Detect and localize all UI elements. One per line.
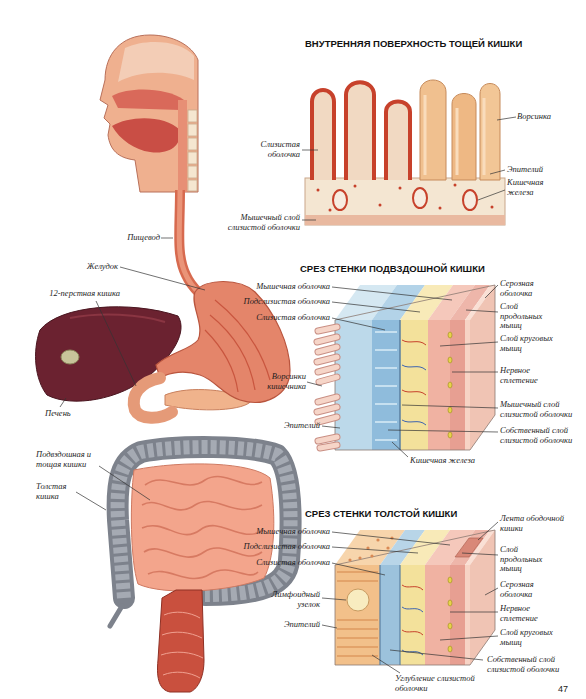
liver bbox=[36, 307, 182, 401]
part-label: 12-перстная кишка bbox=[40, 289, 120, 299]
part-label: Слой круговых мышц bbox=[500, 628, 565, 647]
part-label: Слизистая оболочка bbox=[240, 558, 330, 568]
part-label: Ворсинка bbox=[517, 112, 572, 122]
part-label: Собственный слой слизистой оболочки bbox=[487, 655, 579, 674]
part-label: Эпителий bbox=[270, 421, 320, 431]
villi-panel bbox=[305, 80, 505, 225]
part-label: Мышечная оболочка bbox=[240, 527, 330, 537]
part-label: Подслизистая оболочка bbox=[235, 542, 330, 552]
part-label: Мышечный слой слизистой оболочки bbox=[500, 400, 580, 419]
colon-wall-block bbox=[335, 530, 495, 665]
part-label: Желудок bbox=[58, 262, 118, 272]
part-label: Подвздошная и тощая кишки bbox=[36, 450, 98, 469]
part-label: Кишечная железа bbox=[507, 178, 562, 197]
part-label: Слой круговых мышц bbox=[500, 334, 555, 353]
part-label: Толстая кишка bbox=[36, 482, 76, 501]
part-label: Кишечная железа bbox=[410, 456, 495, 466]
part-label: Слой продольных мышц bbox=[500, 545, 555, 574]
part-label: Эпителий bbox=[507, 165, 562, 175]
part-label: Лента ободочной кишки bbox=[500, 514, 575, 533]
section-heading: СРЕЗ СТЕНКИ ПОДВЗДОШНОЙ КИШКИ bbox=[300, 263, 570, 274]
part-label: Нервное сплетение bbox=[500, 604, 560, 623]
part-label: Ворсинки кишечника bbox=[251, 372, 306, 391]
part-label: Собственный слой слизистой оболочки bbox=[500, 426, 582, 445]
esophagus bbox=[179, 190, 199, 293]
ileum-wall-block bbox=[317, 285, 495, 450]
part-label: Мышечная оболочка bbox=[240, 282, 330, 292]
small-intestine bbox=[131, 464, 273, 591]
part-label: Серозная оболочка bbox=[500, 279, 555, 298]
part-label: Слой продольных мышц bbox=[500, 302, 555, 331]
part-label: Эпителий bbox=[270, 620, 320, 630]
part-label: Мышечный слой слизистой оболочки bbox=[222, 213, 300, 232]
part-label: Слизистая оболочка bbox=[240, 313, 330, 323]
leader-lines bbox=[60, 117, 516, 673]
part-label: Серозная оболочка bbox=[500, 580, 555, 599]
head-section bbox=[100, 35, 198, 192]
part-label: Слизистая оболочка bbox=[245, 140, 300, 159]
part-label: Лимфоидный узелок bbox=[265, 590, 320, 609]
part-label: Подслизистая оболочка bbox=[235, 297, 330, 307]
rectum bbox=[158, 590, 205, 692]
part-label: Нервное сплетение bbox=[500, 366, 560, 385]
section-heading: ВНУТРЕННЯЯ ПОВЕРХНОСТЬ ТОЩЕЙ КИШКИ bbox=[305, 38, 575, 49]
page-number: 47 bbox=[558, 684, 578, 694]
part-label: Пищевод bbox=[100, 233, 160, 243]
large-intestine bbox=[118, 447, 291, 598]
part-label: Углубление слизистой оболочки bbox=[395, 674, 477, 693]
part-label: Печень bbox=[45, 409, 95, 419]
